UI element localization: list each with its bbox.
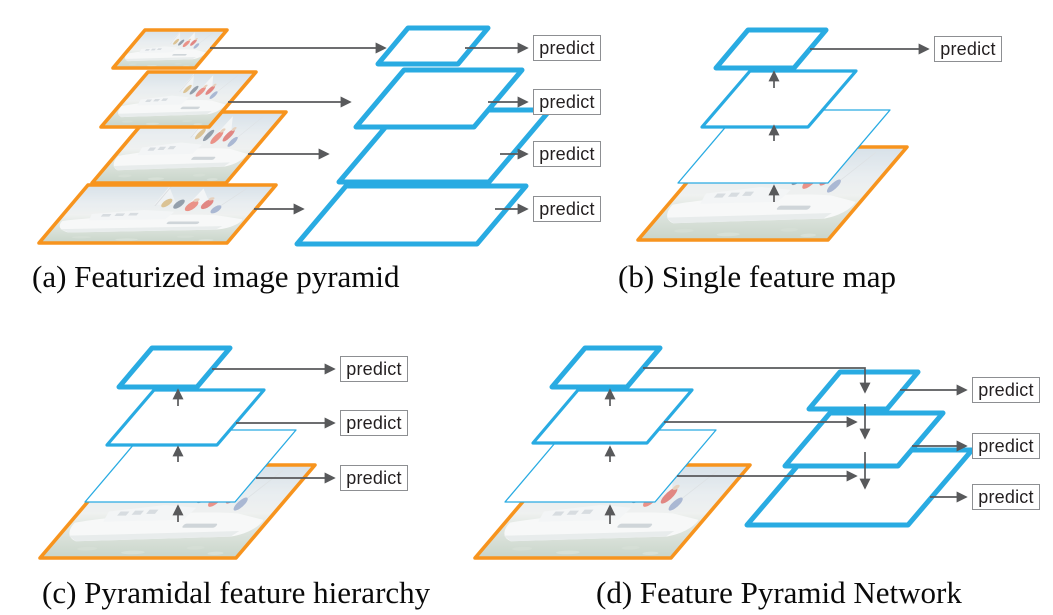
lateral-connection-arrows (643, 367, 871, 482)
caption-panel-c: (c) Pyramidal feature hierarchy (42, 575, 431, 610)
predict-box: predict (533, 141, 601, 167)
image-pyramid-a (37, 28, 288, 245)
panel-d-diagram (473, 345, 975, 560)
panel-c-diagram (38, 345, 336, 560)
predict-arrows-c (212, 363, 336, 484)
image-layer-3 (90, 110, 288, 185)
predict-box: predict (340, 356, 408, 382)
predict-box: predict (972, 433, 1040, 459)
predict-box: predict (972, 377, 1040, 403)
feature-map-2 (353, 67, 525, 130)
predict-box: predict (340, 410, 408, 436)
image-layer-1 (111, 28, 229, 70)
predict-box: predict (934, 36, 1002, 62)
feature-map-1 (375, 25, 491, 67)
feature-map-low (504, 429, 717, 503)
predict-box: predict (340, 465, 408, 491)
feature-map-mid (700, 69, 858, 129)
image-layer-4 (37, 183, 278, 245)
bottom-up-pathway (504, 345, 717, 503)
featurize-arrows-a (210, 42, 387, 215)
predict-box: predict (533, 35, 601, 61)
feature-map-low (84, 429, 297, 503)
feature-map-top (116, 345, 233, 390)
feature-map-top (549, 345, 663, 390)
panel-b-diagram (636, 27, 930, 242)
predict-box: predict (972, 484, 1040, 510)
predict-arrows-d (900, 384, 968, 503)
top-down-pathway (744, 369, 975, 528)
feature-map-4 (294, 183, 529, 247)
predict-box: predict (533, 89, 601, 115)
predict-arrows-a (465, 42, 529, 215)
predict-box: predict (533, 196, 601, 222)
panel-a-diagram (37, 25, 553, 247)
feature-map-mid (531, 388, 694, 445)
caption-panel-a: (a) Featurized image pyramid (32, 259, 400, 294)
caption-panel-d: (d) Feature Pyramid Network (596, 575, 962, 610)
feature-pyramid-a (294, 25, 553, 247)
caption-panel-b: (b) Single feature map (618, 259, 897, 294)
feature-map-top (713, 27, 829, 71)
image-layer-2 (99, 70, 258, 129)
feature-map-mid (105, 388, 266, 447)
